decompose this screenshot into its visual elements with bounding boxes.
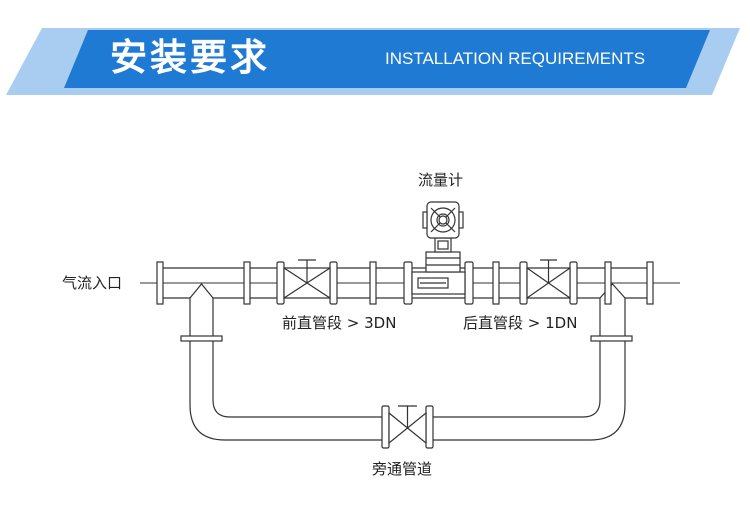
upstream-valve xyxy=(243,259,377,305)
inlet-flange xyxy=(156,261,164,305)
banner-accent-stripe xyxy=(64,30,710,88)
bypass-flange-left xyxy=(180,335,223,342)
bypass-tee-right xyxy=(599,283,626,336)
outlet-flange xyxy=(646,261,654,305)
bypass-pipe xyxy=(189,341,626,441)
bypass-flange-right xyxy=(590,335,633,342)
bypass-valve xyxy=(381,405,434,449)
flowmeter xyxy=(411,201,466,295)
downstream-straight-pipe-label: 后直管段 > 1DN xyxy=(463,314,578,332)
bypass-tee-left xyxy=(189,283,214,336)
meter-flange-downstream xyxy=(464,261,474,305)
bypass-pipe-label: 旁通管道 xyxy=(372,460,433,478)
header-title: 安装要求 xyxy=(110,36,270,79)
header-banner xyxy=(6,28,740,95)
header-subtitle: INSTALLATION REQUIREMENTS xyxy=(385,49,646,68)
meter-flange-upstream xyxy=(403,261,413,305)
flowmeter-label: 流量计 xyxy=(418,171,464,189)
downstream-valve xyxy=(492,259,612,305)
inlet-label: 气流入口 xyxy=(62,274,123,292)
upstream-straight-pipe-label: 前直管段 > 3DN xyxy=(282,314,397,332)
